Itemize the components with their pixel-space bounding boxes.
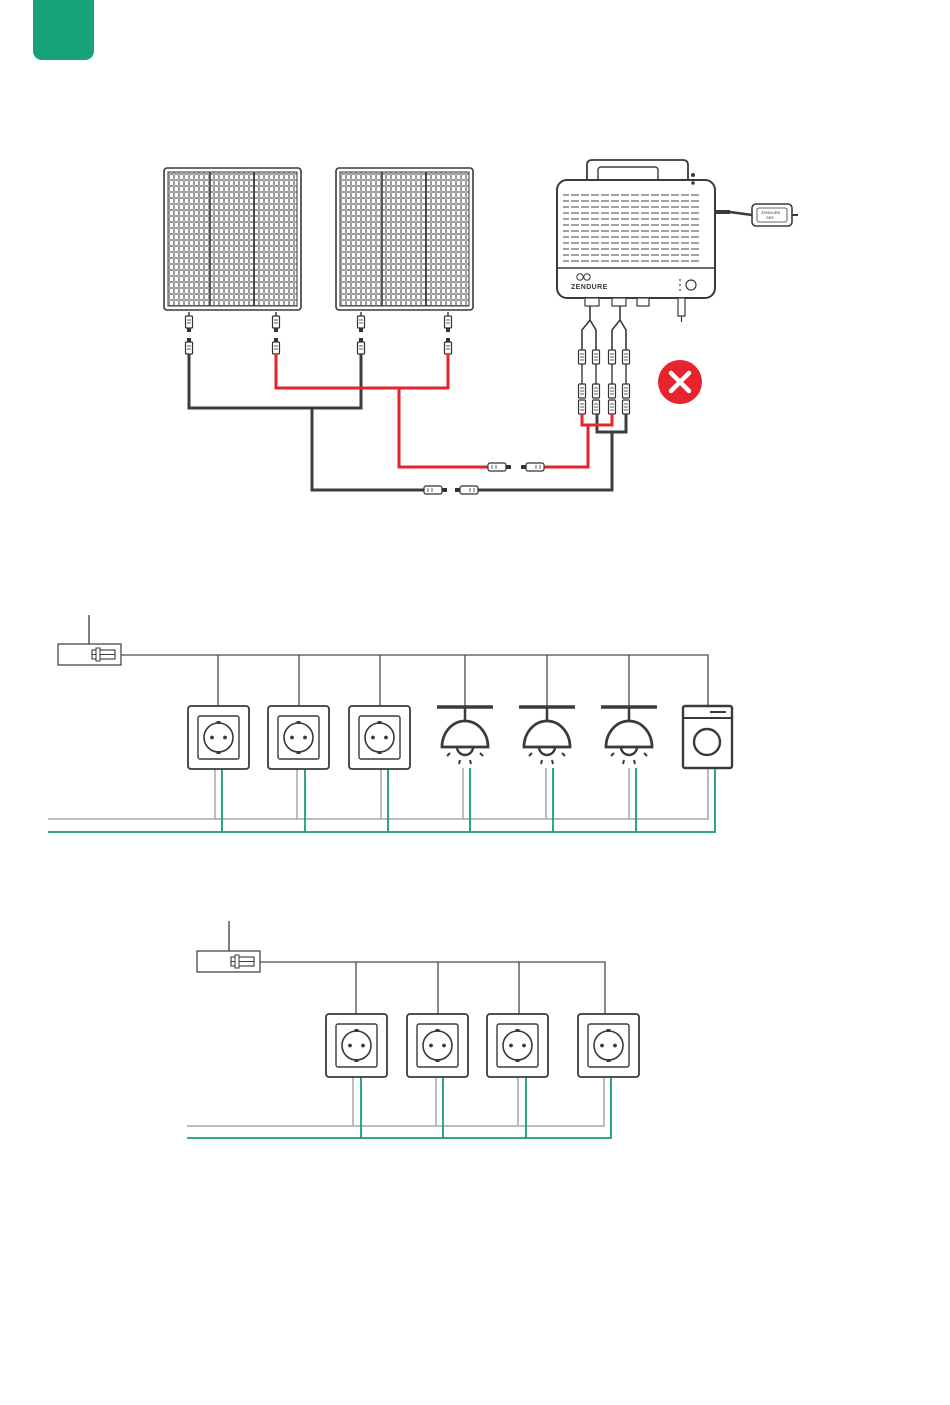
lamp-icon	[437, 707, 493, 764]
ac-output-plug: ZENDURE SEE	[715, 204, 798, 226]
socket-icon	[268, 706, 329, 769]
circuit-2	[187, 921, 639, 1138]
socket-icon	[188, 706, 249, 769]
washing-machine-icon	[683, 706, 732, 768]
solar-panel-right	[336, 168, 473, 310]
lamp-icon	[519, 707, 575, 764]
inverter-brand-label: ZENDURE	[571, 284, 608, 291]
socket-icon	[487, 1014, 548, 1077]
panel-connectors	[186, 312, 452, 354]
socket-icon	[407, 1014, 468, 1077]
socket-icon	[326, 1014, 387, 1077]
negative-cable	[189, 354, 626, 490]
micro-inverter: ZENDURE	[557, 160, 715, 322]
circuit-breaker-2	[197, 951, 260, 972]
plug-label-model: SEE	[766, 215, 774, 220]
socket-icon	[349, 706, 410, 769]
circuit-breaker-1	[58, 644, 121, 665]
error-x-icon	[658, 360, 702, 404]
socket-icon	[578, 1014, 639, 1077]
lamp-icon	[601, 707, 657, 764]
inverter-input-cables	[579, 306, 630, 414]
circuit-1	[48, 615, 732, 832]
positive-cable	[276, 354, 612, 467]
solar-panel-left	[164, 168, 301, 310]
